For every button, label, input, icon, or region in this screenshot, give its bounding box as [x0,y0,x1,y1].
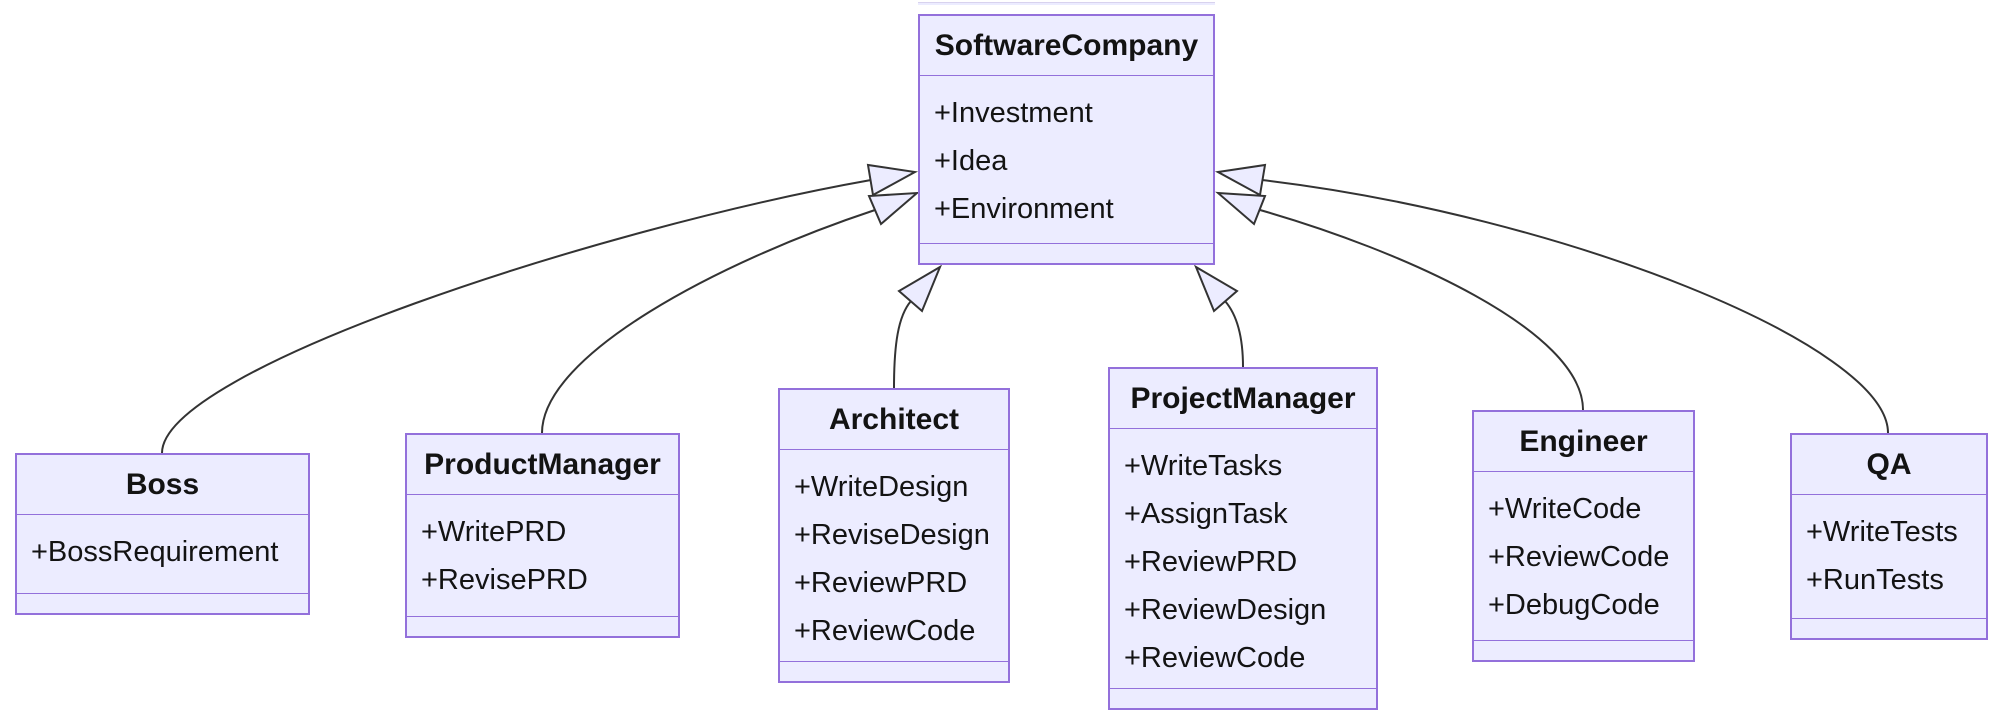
class-attribute: +WritePRD [421,516,567,548]
class-attribute: +WriteTests [1806,516,1958,548]
edge-line [161,179,872,454]
edge-line [1224,300,1244,368]
edge-boss-to-softwarecompany [161,163,919,454]
class-box-qa: QA +WriteTests +RunTests [1790,433,1988,640]
class-attribute: +ReviewDesign [1124,594,1327,626]
class-attribute: +ReviewPRD [794,567,968,599]
inheritance-arrowhead-icon [1214,163,1267,197]
class-attribute: +WriteDesign [794,471,969,503]
inheritance-arrowhead-icon [1193,264,1239,313]
class-title: Boss [17,455,308,515]
class-attributes: +Investment +Idea +Environment [920,76,1213,243]
inheritance-arrowhead-icon [866,163,919,197]
class-box-softwarecompany: SoftwareCompany +Investment +Idea +Environ… [918,14,1215,265]
class-box-engineer: Engineer +WriteCode +ReviewCode +DebugCode [1472,410,1695,662]
class-attribute: +ReviewCode [1488,541,1670,573]
cropped-top-edge-artifact [918,2,1215,5]
class-box-projectmanager: ProjectManager +WriteTasks +AssignTask +Re… [1108,367,1378,710]
edge-productmanager-to-softwarecompany [541,191,920,434]
edge-qa-to-softwarecompany [1214,163,1889,434]
class-attribute: +BossRequirement [31,536,279,568]
edge-line [1259,209,1584,411]
edge-projectmanager-to-softwarecompany [1193,264,1244,368]
class-attribute: +ReviewPRD [1124,546,1298,578]
inheritance-arrowhead-icon [897,264,943,313]
class-attribute: +DebugCode [1488,589,1660,621]
class-attribute: +WriteTasks [1124,450,1283,482]
class-attribute: +ReviewCode [794,615,976,647]
edge-line [541,209,876,434]
class-attribute: +RevisePRD [421,564,588,596]
class-methods-empty [780,661,1008,681]
class-box-productmanager: ProductManager +WritePRD +RevisePRD [405,433,680,638]
inheritance-arrowhead-icon [1215,191,1267,226]
class-title: ProductManager [407,435,678,495]
class-methods-empty [1792,618,1986,638]
class-attribute: +RunTests [1806,564,1944,596]
class-attribute: +WriteCode [1488,493,1642,525]
edge-line [1261,179,1889,434]
class-attribute: +ReviewCode [1124,642,1306,674]
class-attribute: +AssignTask [1124,498,1288,530]
class-attributes: +WriteDesign +ReviseDesign +ReviewPRD +Revi… [780,450,1008,661]
class-methods-empty [1110,688,1376,708]
class-title: QA [1792,435,1986,495]
class-attributes: +BossRequirement [17,515,308,593]
class-box-architect: Architect +WriteDesign +ReviseDesign +Revi… [778,388,1010,683]
class-title: Engineer [1474,412,1693,472]
class-methods-empty [1474,640,1693,660]
class-title: SoftwareCompany [920,16,1213,76]
class-methods-empty [920,243,1213,263]
class-title: ProjectManager [1110,369,1376,429]
class-attribute: +Investment [934,97,1093,129]
class-attribute: +ReviseDesign [794,519,990,551]
class-attributes: +WriteCode +ReviewCode +DebugCode [1474,472,1693,640]
class-title: Architect [780,390,1008,450]
edge-engineer-to-softwarecompany [1215,191,1584,411]
class-attributes: +WriteTests +RunTests [1792,495,1986,618]
class-methods-empty [407,616,678,636]
class-attribute: +Idea [934,145,1008,177]
edge-architect-to-softwarecompany [893,264,943,389]
inheritance-arrowhead-icon [867,191,920,226]
class-attributes: +WritePRD +RevisePRD [407,495,678,616]
class-attributes: +WriteTasks +AssignTask +ReviewPRD +ReviewD… [1110,429,1376,688]
class-attribute: +Environment [934,193,1114,225]
class-methods-empty [17,593,308,613]
edge-line [893,300,912,389]
class-box-boss: Boss +BossRequirement [15,453,310,615]
